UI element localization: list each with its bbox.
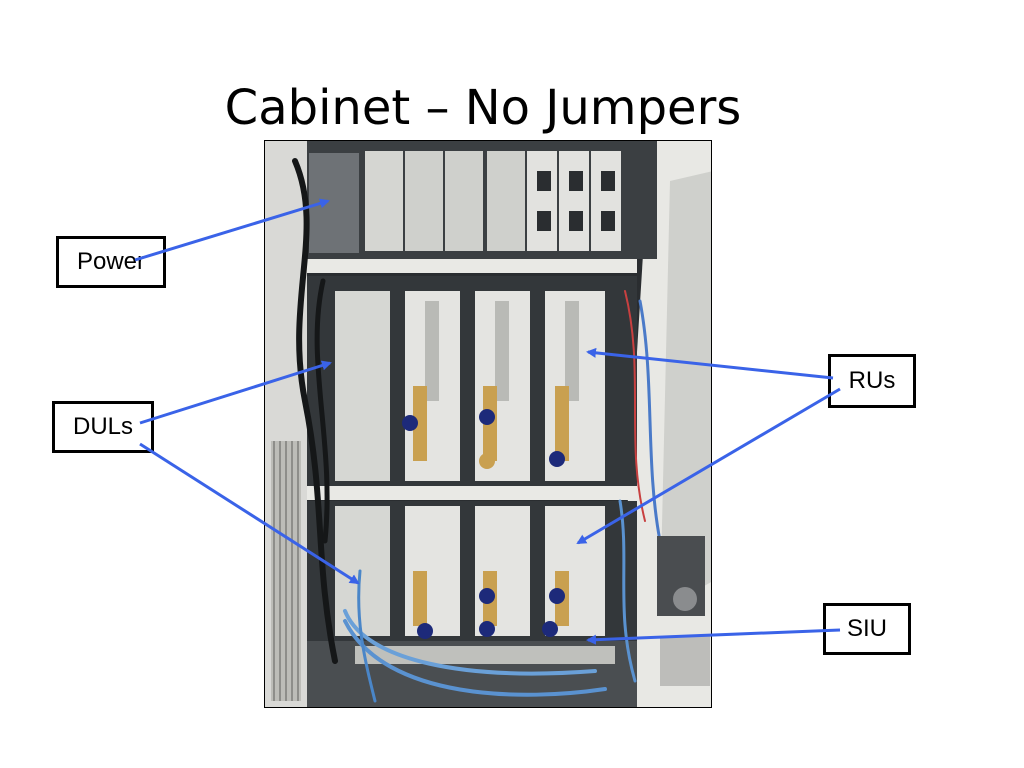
cabinet-illustration [265, 141, 711, 707]
ru-shelf-upper [307, 276, 637, 486]
fan-unit [657, 536, 710, 686]
callout-power-label: Power [76, 248, 146, 275]
cable-tray-middle [307, 486, 637, 500]
callout-siu-label: SIU [846, 615, 887, 642]
power-shelf [307, 141, 657, 259]
callout-siu: SIU [823, 603, 911, 655]
slide-title: Cabinet – No Jumpers [224, 80, 742, 136]
callout-power: Power [56, 236, 166, 288]
cabinet-photo [264, 140, 712, 708]
frame-perforation [271, 441, 301, 701]
callout-rus-label: RUs [848, 367, 896, 394]
callout-duls: DULs [52, 401, 154, 453]
ru-shelf-lower [307, 501, 637, 641]
cable-tray-upper [307, 259, 637, 273]
callout-duls-label: DULs [72, 413, 133, 440]
callout-rus: RUs [828, 354, 916, 408]
